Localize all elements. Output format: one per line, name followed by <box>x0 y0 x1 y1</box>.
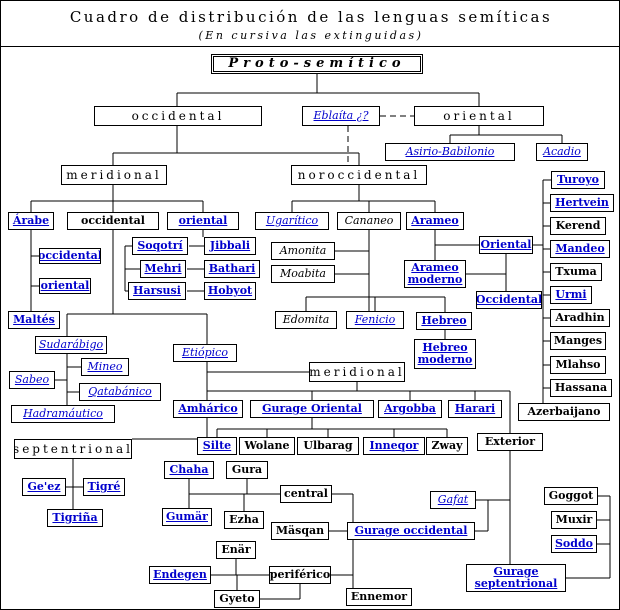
node-aradhin: Aradhin <box>550 309 610 327</box>
node-eti-merid: meridional <box>309 362 405 382</box>
node-amharico[interactable]: Amhárico <box>173 400 243 418</box>
node-ulbarag: Ulbarag <box>297 437 359 455</box>
node-ara-occ[interactable]: Occidental <box>476 291 542 309</box>
node-fenicio[interactable]: Fenicio <box>346 311 404 329</box>
node-ebla[interactable]: Eblaíta ¿? <box>302 106 380 126</box>
node-gumar[interactable]: Gumär <box>162 508 212 526</box>
node-harari[interactable]: Harari <box>448 400 502 418</box>
node-geez[interactable]: Ge'ez <box>22 478 66 496</box>
node-hassana: Hassana <box>550 379 612 397</box>
node-harsusi[interactable]: Harsusi <box>128 282 186 300</box>
node-azerbaijano: Azerbaijano <box>518 403 610 421</box>
node-gafat[interactable]: Gafat <box>430 491 476 509</box>
node-maltes[interactable]: Maltés <box>8 311 60 329</box>
node-mlahso: Mlahso <box>550 356 606 374</box>
node-occ2: occidental <box>67 212 159 230</box>
node-qatabanico[interactable]: Qatabánico <box>79 383 161 401</box>
node-hadramautico[interactable]: Hadramáutico <box>11 405 115 423</box>
node-ezha: Ezha <box>224 511 264 529</box>
node-etiopico[interactable]: Etiópico <box>173 344 237 362</box>
node-endegen[interactable]: Endegen <box>149 566 211 584</box>
node-arameo-mod[interactable]: Arameo moderno <box>404 260 466 288</box>
node-amonita: Amonita <box>271 242 335 260</box>
node-periferico: periférico <box>269 566 331 584</box>
node-occ: occidental <box>94 106 262 126</box>
node-norocc: noroccidental <box>291 165 427 185</box>
node-mineo[interactable]: Mineo <box>81 358 129 376</box>
node-arab-occ[interactable]: occidental <box>39 248 101 264</box>
header-divider <box>1 46 619 47</box>
node-soqotri[interactable]: Soqotrí <box>132 237 188 255</box>
node-jibbali[interactable]: Jibbali <box>204 237 256 255</box>
node-kerend: Kerend <box>550 217 606 235</box>
node-argobba[interactable]: Argobba <box>378 400 442 418</box>
node-ori: oriental <box>414 106 544 126</box>
node-gurage-sept[interactable]: Gurage septentrional <box>466 564 566 592</box>
node-wolane: Wolane <box>239 437 295 455</box>
node-cananeo: Cananeo <box>337 212 401 230</box>
node-merid: meridional <box>61 165 167 185</box>
node-ugaritico[interactable]: Ugarítico <box>255 212 329 230</box>
node-gyeto: Gyeto <box>214 590 260 608</box>
node-gurage-occ[interactable]: Gurage occidental <box>347 522 475 540</box>
node-urmi[interactable]: Urmi <box>550 286 592 304</box>
node-enar: Enär <box>216 541 256 559</box>
node-ara-oriental[interactable]: Oriental <box>479 236 533 254</box>
node-manges: Manges <box>550 332 606 350</box>
node-arab-ori[interactable]: oriental <box>39 278 91 294</box>
node-sept: septentrional <box>14 439 132 459</box>
node-edomita: Edomita <box>275 311 337 329</box>
node-sudarabigo[interactable]: Sudarábigo <box>35 336 107 354</box>
node-gurage-ori[interactable]: Gurage Oriental <box>250 400 374 418</box>
node-zway: Zway <box>426 437 468 455</box>
node-inneqor[interactable]: Inneqor <box>363 437 425 455</box>
node-asirio[interactable]: Asirio-Babilonio <box>385 143 515 161</box>
node-tigrina[interactable]: Tigriña <box>47 509 103 527</box>
node-sabeo[interactable]: Sabeo <box>9 371 55 389</box>
node-arameo[interactable]: Arameo <box>406 212 464 230</box>
node-gura: Gura <box>226 461 268 479</box>
node-ennemor: Ennemor <box>346 588 412 606</box>
node-chaha[interactable]: Chaha <box>164 461 214 479</box>
node-mandeo[interactable]: Mandeo <box>550 240 610 258</box>
node-txuma: Txuma <box>550 263 602 281</box>
node-acadio[interactable]: Acadio <box>536 143 588 161</box>
chart-subtitle: (En cursiva las extinguidas) <box>198 29 424 42</box>
node-hebreo[interactable]: Hebreo <box>416 312 472 330</box>
chart-title: Cuadro de distribución de las lenguas se… <box>69 8 553 26</box>
node-masqan: Mäsqan <box>271 522 329 540</box>
node-soddo[interactable]: Soddo <box>551 535 597 553</box>
node-tigre[interactable]: Tigré <box>83 478 125 496</box>
node-turoyo[interactable]: Turoyo <box>551 171 605 189</box>
node-mehri[interactable]: Mehri <box>140 260 186 278</box>
node-ori2[interactable]: oriental <box>167 212 239 230</box>
node-proto: Proto-semítico <box>211 54 423 74</box>
node-muxir: Muxir <box>551 511 597 529</box>
node-hertvein[interactable]: Hertvein <box>550 194 614 212</box>
node-moabita: Moabita <box>271 265 335 283</box>
node-arabe[interactable]: Árabe <box>8 212 54 230</box>
node-silte[interactable]: Silte <box>197 437 237 455</box>
node-hebreo-mod[interactable]: Hebreo moderno <box>414 339 476 369</box>
node-central: central <box>280 485 332 503</box>
node-hobyot[interactable]: Hobyot <box>204 282 256 300</box>
node-bathari[interactable]: Bathari <box>204 260 260 278</box>
node-goggot: Goggot <box>544 487 598 505</box>
node-exterior: Exterior <box>477 433 543 451</box>
